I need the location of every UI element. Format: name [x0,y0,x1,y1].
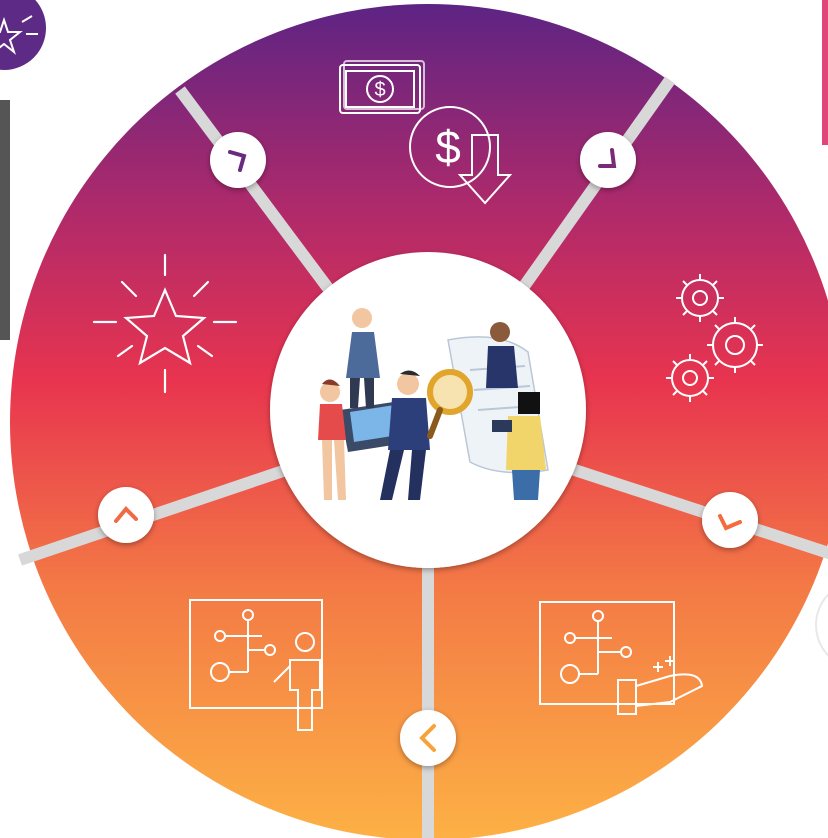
sparkle-star-icon [92,253,238,394]
chevron-badge-bottom[interactable] [400,710,456,766]
hand-plan-icon [539,601,704,715]
chevron-badge-top-left[interactable] [210,132,266,188]
chevron-badge-left[interactable] [98,487,154,543]
chevron-down-icon [598,148,617,168]
right-edge-badge [815,593,828,657]
chevron-badge-top-right[interactable] [580,132,636,188]
chevron-right-icon [228,150,247,172]
corner-badge-inner [0,0,46,70]
chevron-up-icon [114,506,138,523]
svg-text:$: $ [374,79,385,101]
business-team-search-illustration [318,308,549,500]
gears-icon [666,274,763,402]
left-edge-bar [0,100,10,340]
chevron-badge-right[interactable] [702,492,758,548]
corner-star-icon [0,15,38,55]
top-right-edge-bar [822,0,828,145]
presenter-plan-icon [189,599,323,731]
money-down-icon: $ $ [339,60,513,205]
svg-text:$: $ [435,121,461,173]
chevron-down-left-icon [718,514,742,531]
chevron-left-icon [419,724,436,752]
